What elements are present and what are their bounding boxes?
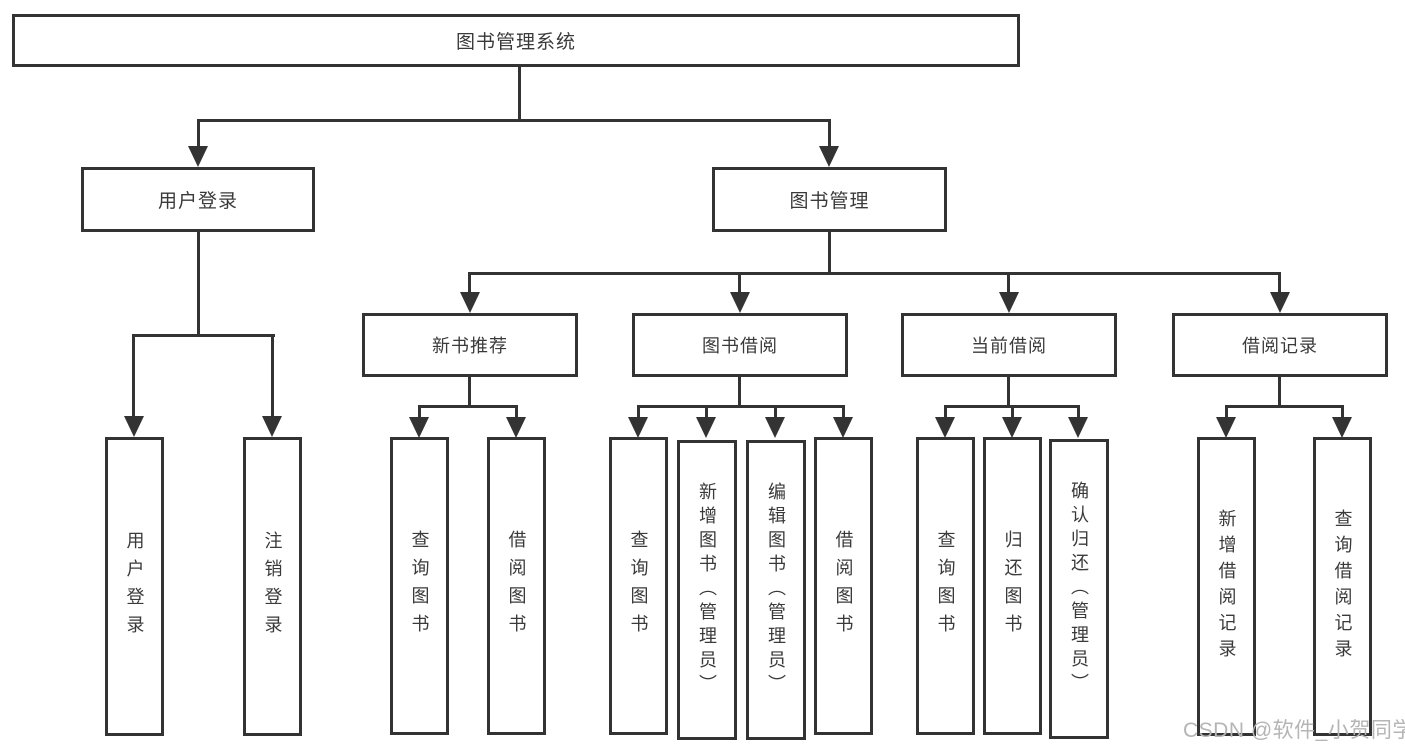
csdn-watermark: CSDN @软件_小贺同学 (1183, 719, 1405, 742)
arrowhead-records-icon (1270, 292, 1290, 313)
leaf-newbook-borrow: 借阅图书 (487, 437, 546, 735)
arrowhead-d2-icon (1002, 417, 1022, 438)
connector-stem-new-book (468, 272, 471, 294)
connector-stem-c3 (774, 405, 777, 419)
connector-user-login-drop (197, 232, 200, 337)
connector-stem-current (1007, 272, 1010, 294)
arrowhead-e1-icon (1216, 417, 1236, 438)
leaf-newbook-query: 查询图书 (390, 437, 449, 735)
connector-stem-leaf-logout (271, 334, 274, 417)
arrowhead-e2-icon (1332, 417, 1352, 438)
node-user-login: 用户登录 (81, 167, 315, 232)
connector-root-rail (197, 119, 831, 122)
connector-newbook-rail (418, 405, 518, 408)
arrowhead-b2-icon (506, 417, 526, 438)
leaf-records-add: 新增借阅记录 (1197, 437, 1256, 736)
arrowhead-d3-icon (1068, 417, 1088, 438)
node-book-borrowing: 图书借阅 (632, 313, 848, 377)
leaf-borrow-query: 查询图书 (609, 437, 668, 735)
node-new-book-recommend: 新书推荐 (362, 313, 578, 377)
leaf-records-query: 查询借阅记录 (1313, 437, 1372, 736)
connector-stem-d3 (1077, 405, 1080, 419)
connector-stem-user-login (197, 119, 200, 149)
connector-stem-c2 (705, 405, 708, 419)
arrowhead-borrow-icon (730, 292, 750, 313)
node-book-management: 图书管理 (712, 167, 947, 232)
connector-stem-book-mgmt (828, 119, 831, 149)
arrowhead-c2-icon (696, 417, 716, 438)
leaf-current-query: 查询图书 (916, 437, 975, 735)
connector-borrow-rail (637, 405, 845, 408)
node-root: 图书管理系统 (12, 14, 1020, 67)
arrowhead-b1-icon (409, 417, 429, 438)
connector-stem-e2 (1341, 405, 1344, 419)
leaf-current-return: 归还图书 (983, 437, 1042, 735)
connector-stem-b2 (515, 405, 518, 419)
connector-main-rail (468, 272, 1281, 275)
connector-stem-d1 (944, 405, 947, 419)
arrowhead-d1-icon (935, 417, 955, 438)
node-borrowing-records: 借阅记录 (1172, 313, 1388, 377)
connector-stem-leaf-login (132, 334, 135, 417)
arrowhead-book-mgmt-icon (819, 146, 839, 167)
connector-current-drop (1007, 377, 1010, 408)
arrowhead-leaf-logout-icon (262, 416, 282, 437)
connector-stem-borrow (738, 272, 741, 294)
connector-stem-b1 (418, 405, 421, 419)
arrowhead-user-login-icon (188, 146, 208, 167)
connector-borrow-drop (738, 377, 741, 408)
connector-stem-c1 (637, 405, 640, 419)
connector-records-drop (1278, 377, 1281, 408)
arrowhead-new-book-icon (460, 292, 480, 313)
arrowhead-c4-icon (833, 417, 853, 438)
connector-user-login-rail (132, 334, 275, 337)
leaf-logout: 注销登录 (243, 437, 302, 736)
connector-stem-d2 (1011, 405, 1014, 419)
connector-book-mgmt-drop (828, 232, 831, 275)
arrowhead-c1-icon (628, 417, 648, 438)
connector-stem-records (1278, 272, 1281, 294)
node-current-borrowing: 当前借阅 (901, 313, 1117, 377)
connector-root-drop (518, 65, 521, 122)
connector-stem-e1 (1225, 405, 1228, 419)
connector-stem-c4 (842, 405, 845, 419)
arrowhead-leaf-login-icon (124, 416, 144, 437)
leaf-borrow-add-admin: 新增图书（管理员） (677, 440, 737, 740)
connector-records-rail (1225, 405, 1343, 408)
leaf-borrow-borrow: 借阅图书 (814, 437, 873, 735)
connector-newbook-drop (468, 377, 471, 408)
leaf-borrow-edit-admin: 编辑图书（管理员） (746, 440, 806, 740)
arrowhead-c3-icon (765, 417, 785, 438)
leaf-current-confirm-admin: 确认归还（管理员） (1049, 439, 1109, 739)
leaf-user-login: 用户登录 (105, 437, 164, 736)
arrowhead-current-icon (999, 292, 1019, 313)
